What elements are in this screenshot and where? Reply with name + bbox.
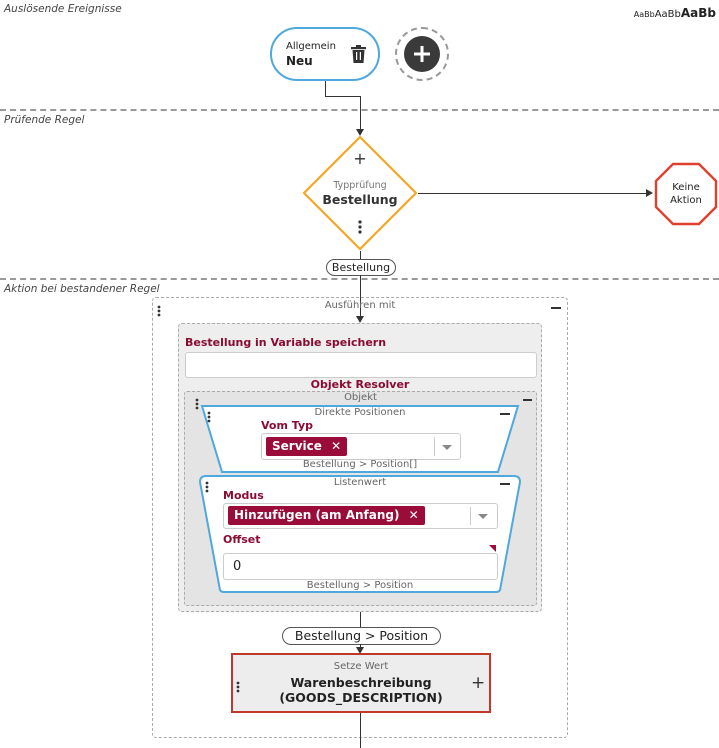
connector xyxy=(360,612,361,627)
trigger-name: Neu xyxy=(286,54,313,68)
font-size-switcher: AaBbAaBbAaBb xyxy=(634,2,716,21)
kebab-icon[interactable] xyxy=(157,302,161,321)
section-label-action: Aktion bei bestandener Regel xyxy=(4,283,160,295)
connector xyxy=(360,713,361,748)
result-pill: Bestellung > Position xyxy=(282,627,441,645)
chip-remove-icon[interactable]: ✕ xyxy=(408,508,419,522)
add-trigger-button[interactable] xyxy=(395,27,449,81)
plus-icon[interactable]: + xyxy=(471,673,486,693)
select-separator xyxy=(470,507,471,525)
offset-value: 0 xyxy=(233,559,242,574)
rule-output-pill: Bestellung xyxy=(326,259,396,276)
connector xyxy=(360,275,361,317)
rule-node[interactable]: + Typprüfung Bestellung xyxy=(302,135,418,251)
type-chip-label: Service xyxy=(272,439,322,453)
mode-chip: Hinzufügen (am Anfang) ✕ xyxy=(228,506,425,525)
execute-title: Ausführen mit xyxy=(324,300,396,311)
section-divider xyxy=(0,278,719,280)
no-action-node[interactable]: Keine Aktion xyxy=(654,162,718,226)
connector xyxy=(418,193,646,194)
connector-arrow xyxy=(356,316,364,323)
resolver-title: Objekt Resolver xyxy=(310,378,410,391)
section-label-rule: Prüfende Regel xyxy=(4,114,85,126)
list-value-node: Listenwert Modus Hinzufügen (am Anfang) … xyxy=(198,474,522,594)
kebab-icon[interactable] xyxy=(236,678,240,697)
chevron-down-icon[interactable] xyxy=(442,445,452,450)
chip-remove-icon[interactable]: ✕ xyxy=(331,439,342,453)
trigger-category: Allgemein xyxy=(286,41,336,52)
direct-positions-title: Direkte Positionen xyxy=(314,407,406,418)
section-label-triggers: Auslösende Ereignisse xyxy=(4,3,122,15)
direct-positions-node: Direkte Positionen Vom Typ Service ✕ Bes… xyxy=(198,404,522,474)
plus-circle-icon xyxy=(404,36,440,72)
minus-icon[interactable] xyxy=(551,307,561,309)
connector xyxy=(325,96,361,97)
rule-type: Typprüfung xyxy=(333,180,387,191)
set-value-title: Setze Wert xyxy=(333,661,389,672)
required-marker xyxy=(489,545,496,552)
font-size-small[interactable]: AaBb xyxy=(633,10,655,19)
connector xyxy=(360,644,361,649)
mode-chip-label: Hinzufügen (am Anfang) xyxy=(234,508,400,522)
section-divider xyxy=(0,109,719,111)
mode-select[interactable]: Hinzufügen (am Anfang) ✕ xyxy=(223,503,498,529)
list-value-output: Bestellung > Position xyxy=(306,580,414,591)
mode-field-label: Modus xyxy=(223,489,264,502)
font-size-medium[interactable]: AaBb xyxy=(654,9,681,20)
minus-icon[interactable] xyxy=(500,413,510,415)
trash-icon[interactable] xyxy=(351,45,366,67)
kebab-icon[interactable] xyxy=(207,408,211,427)
offset-input[interactable]: 0 xyxy=(223,553,498,580)
kebab-icon[interactable] xyxy=(205,478,209,497)
trigger-node[interactable]: Allgemein Neu xyxy=(270,27,380,81)
connector xyxy=(325,81,326,96)
offset-field-label: Offset xyxy=(223,533,261,546)
store-variable-input[interactable] xyxy=(185,352,537,378)
store-variable-label: Bestellung in Variable speichern xyxy=(185,336,387,349)
select-separator xyxy=(434,437,435,456)
type-chip: Service ✕ xyxy=(266,437,348,456)
set-value-field-code: (GOODS_DESCRIPTION) xyxy=(279,690,443,705)
type-select[interactable]: Service ✕ xyxy=(261,433,461,460)
connector xyxy=(360,96,361,130)
connector-arrow xyxy=(356,647,364,654)
kebab-icon[interactable] xyxy=(357,219,363,238)
no-action-line2: Aktion xyxy=(670,195,702,206)
connector xyxy=(360,251,361,260)
minus-icon[interactable] xyxy=(523,399,532,401)
object-title: Objekt xyxy=(344,392,377,403)
store-variable-value xyxy=(186,353,536,361)
kebab-icon[interactable] xyxy=(195,395,199,414)
direct-positions-output: Bestellung > Position[] xyxy=(302,459,418,470)
chevron-down-icon[interactable] xyxy=(478,514,488,519)
connector-arrow xyxy=(356,129,364,136)
no-action-line1: Keine xyxy=(672,182,700,193)
minus-icon[interactable] xyxy=(500,483,510,485)
type-field-label: Vom Typ xyxy=(261,419,314,432)
set-value-node[interactable]: Setze Wert Warenbeschreibung (GOODS_DESC… xyxy=(231,653,491,713)
list-value-title: Listenwert xyxy=(333,477,387,488)
font-size-large[interactable]: AaBb xyxy=(680,6,716,20)
connector-arrow xyxy=(646,189,653,197)
set-value-field: Warenbeschreibung xyxy=(290,675,432,690)
plus-icon[interactable]: + xyxy=(353,149,367,168)
rule-name: Bestellung xyxy=(322,192,398,207)
